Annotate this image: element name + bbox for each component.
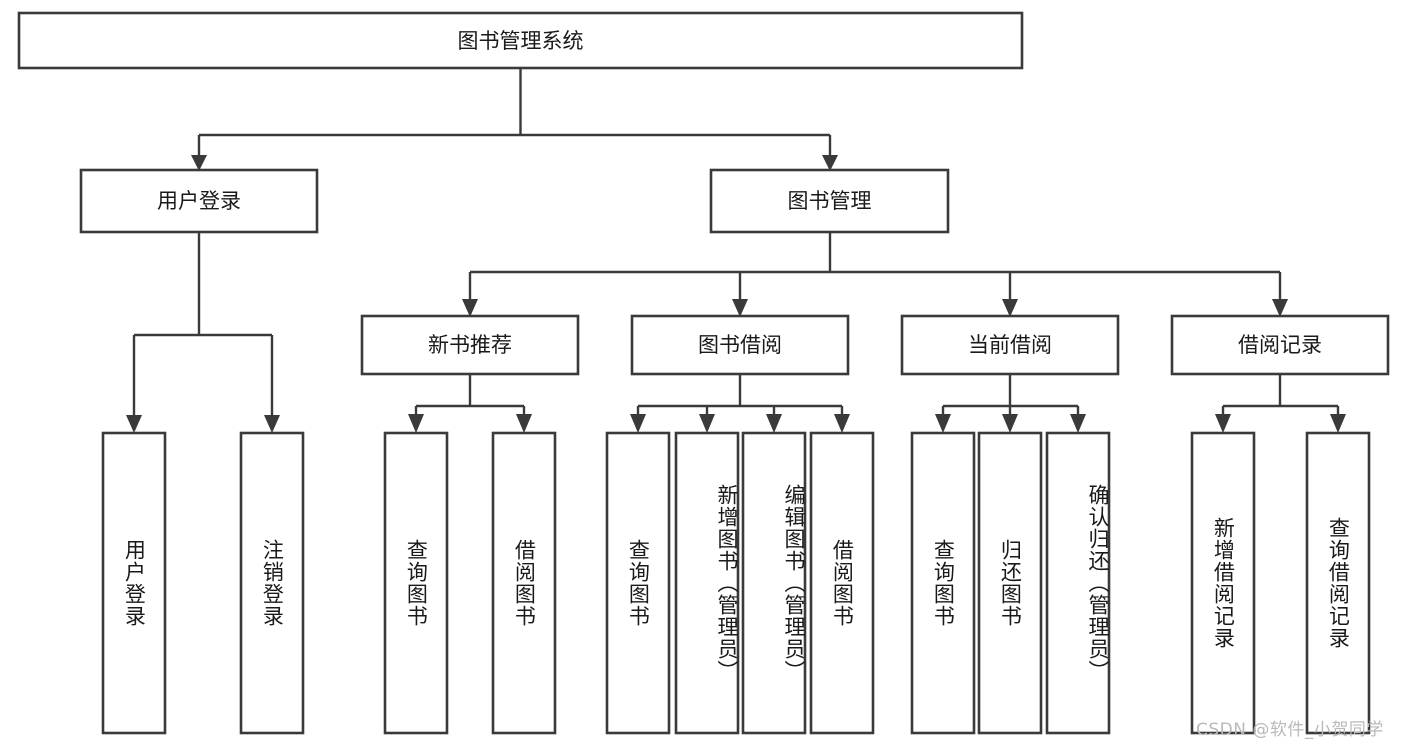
- node-leaf-user-logout[interactable]: [239, 431, 305, 735]
- arrow-bb-leaf-3: [766, 414, 782, 433]
- node-root[interactable]: [17, 11, 1024, 70]
- node-leaf-rec-borrow[interactable]: [491, 431, 557, 735]
- arrow-br-leaf-1: [1215, 414, 1231, 433]
- connector-group-borrow-record: [1215, 374, 1346, 433]
- arrow-root-to-user-login: [191, 155, 207, 171]
- node-leaf-rec-query[interactable]: [383, 431, 449, 735]
- node-new-book-rec-label: 新书推荐: [428, 333, 512, 357]
- node-book-borrow-label: 图书借阅: [698, 333, 782, 357]
- node-book-borrow[interactable]: [630, 314, 850, 376]
- node-leaf-borrow-query[interactable]: [605, 431, 671, 735]
- connector-group-book-borrow: [630, 374, 850, 433]
- arrow-user-login-leaf-2: [264, 415, 280, 433]
- node-book-manage-label: 图书管理: [788, 189, 872, 213]
- connector-group-root: [191, 68, 838, 171]
- node-borrow-record[interactable]: [1170, 314, 1390, 376]
- node-leaf-cur-return[interactable]: [977, 431, 1043, 735]
- arrow-bb-leaf-4: [834, 414, 850, 433]
- arrow-bm-new-book-rec: [462, 299, 478, 317]
- node-root-label: 图书管理系统: [458, 29, 584, 53]
- node-leaf-cur-confirm[interactable]: [1045, 431, 1111, 735]
- node-leaf-borrow-edit[interactable]: [741, 431, 807, 735]
- connector-group-book-manage: [462, 232, 1288, 317]
- node-new-book-rec[interactable]: [360, 314, 580, 376]
- arrow-br-leaf-2: [1330, 414, 1346, 433]
- node-book-manage[interactable]: [709, 168, 950, 234]
- arrow-cb-leaf-3: [1070, 414, 1086, 433]
- arrow-bm-current-borrow: [1002, 299, 1018, 317]
- node-leaf-borrow-add[interactable]: [674, 431, 740, 735]
- node-leaf-borrow-lend[interactable]: [809, 431, 875, 735]
- arrow-bm-borrow-record: [1272, 299, 1288, 317]
- connector-group-user-login: [126, 232, 280, 433]
- node-leaf-rec-add[interactable]: [1190, 431, 1256, 735]
- node-user-login[interactable]: [79, 168, 319, 234]
- node-current-borrow[interactable]: [900, 314, 1120, 376]
- arrow-nbr-leaf-1: [408, 414, 424, 433]
- node-leaf-user-login[interactable]: [101, 431, 167, 735]
- arrow-bb-leaf-1: [630, 414, 646, 433]
- arrow-user-login-leaf-1: [126, 415, 142, 433]
- node-user-login-label: 用户登录: [157, 189, 241, 213]
- node-leaf-cur-query[interactable]: [910, 431, 976, 735]
- node-current-borrow-label: 当前借阅: [968, 333, 1052, 357]
- arrow-nbr-leaf-2: [516, 414, 532, 433]
- arrow-bb-leaf-2: [699, 414, 715, 433]
- connector-group-current-borrow: [935, 374, 1086, 433]
- arrow-cb-leaf-1: [935, 414, 951, 433]
- node-borrow-record-label: 借阅记录: [1238, 333, 1322, 357]
- arrow-root-to-book-manage: [822, 155, 838, 171]
- node-leaf-rec-search[interactable]: [1305, 431, 1371, 735]
- watermark: CSDN @软件_小贺同学: [1196, 720, 1384, 740]
- arrow-bm-book-borrow: [732, 299, 748, 317]
- arrow-cb-leaf-2: [1002, 414, 1018, 433]
- connector-group-new-book-rec: [408, 374, 532, 433]
